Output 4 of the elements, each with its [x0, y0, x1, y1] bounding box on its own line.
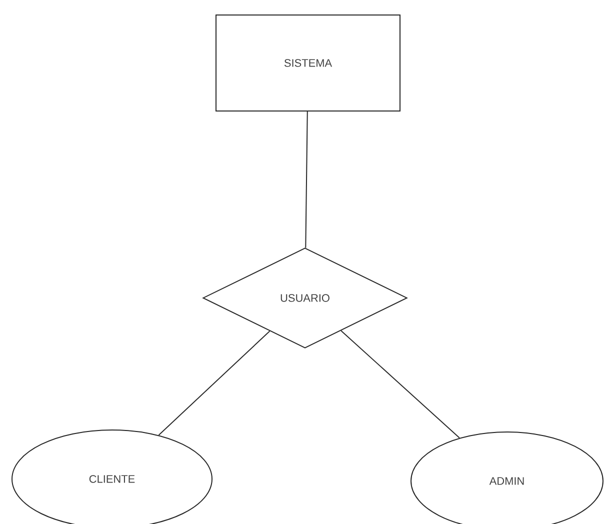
connector-line [340, 330, 460, 438]
connector-line [158, 330, 270, 436]
entity-box: SISTEMA [216, 14, 400, 112]
connector-line [305, 110, 308, 248]
